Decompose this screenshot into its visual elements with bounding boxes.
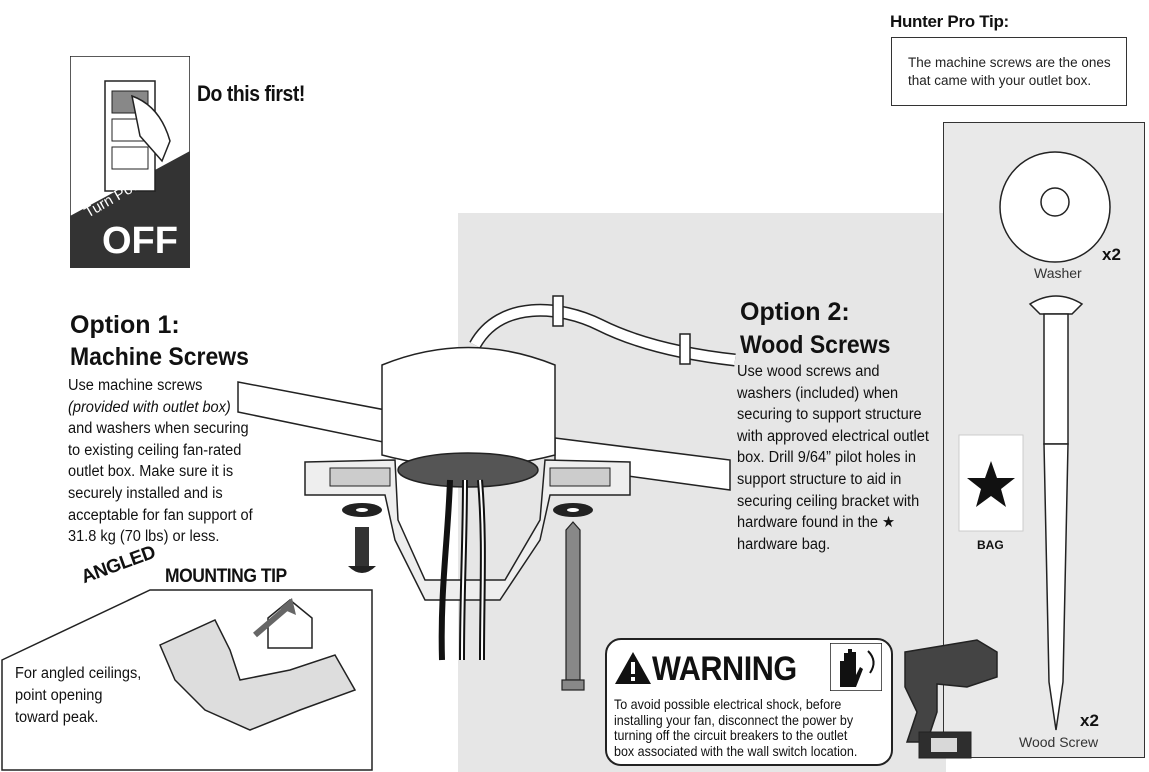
option2-title: Option 2: <box>740 298 850 326</box>
outlet-box <box>381 346 556 468</box>
tip-mounting-word: MOUNTING TIP <box>165 566 287 587</box>
pro-tip-text: The machine screws are the ones that cam… <box>908 55 1111 88</box>
cable-clamp <box>679 333 691 365</box>
star-icon: ★ <box>881 514 896 532</box>
electric-hand-icon <box>830 643 882 691</box>
option2-text: Use wood screws and washers (included) w… <box>737 361 930 555</box>
option2-text-a: Use wood screws and washers (included) w… <box>737 363 929 532</box>
pro-tip-box <box>891 37 1127 106</box>
drill-icon <box>904 639 998 759</box>
power-card-line2: OFF <box>102 220 178 262</box>
option1-text: Use machine screws (provided with outlet… <box>68 375 256 548</box>
do-first-caption: Do this first! <box>197 81 305 106</box>
wood-screw-count: x2 <box>1080 711 1099 730</box>
cable-clamp <box>552 295 564 327</box>
option1-text-b: and washers when securing to existing ce… <box>68 420 253 546</box>
option1-text-a: Use machine screws <box>68 377 203 394</box>
option2-subtitle: Wood Screws <box>740 331 891 359</box>
washer-label: Washer <box>1034 265 1082 281</box>
warning-triangle-icon <box>615 652 651 684</box>
power-off-card: Turn Power OFF <box>70 56 190 268</box>
wood-screw-illustration <box>1028 295 1084 731</box>
washer-count: x2 <box>1102 245 1121 264</box>
machine-screw <box>355 527 369 569</box>
option1-subtitle: Machine Screws <box>70 343 249 371</box>
option1-title: Option 1: <box>70 311 180 339</box>
wood-screw-label: Wood Screw <box>1019 734 1099 750</box>
hardware-bag-illustration <box>958 434 1024 532</box>
tip-text: For angled ceilings, point opening towar… <box>15 665 142 726</box>
bag-label: BAG <box>977 538 1004 552</box>
pro-tip-title: Hunter Pro Tip: <box>890 12 1009 31</box>
star-icon <box>967 461 1015 507</box>
warning-title: WARNING <box>652 650 797 688</box>
light-switch-icon <box>104 80 171 192</box>
house-icon <box>253 598 313 649</box>
mounting-tip-box <box>1 589 373 771</box>
angled-bracket-illustration <box>159 619 357 731</box>
ceiling-bracket <box>304 459 631 601</box>
option1-text-italic: (provided with outlet box) <box>68 398 231 416</box>
option2-text-b: hardware bag. <box>737 535 831 553</box>
wood-screw-small <box>565 521 581 681</box>
washer-illustration <box>999 151 1111 263</box>
ceiling-board-right <box>554 437 731 491</box>
warning-text: To avoid possible electrical shock, befo… <box>614 697 858 759</box>
